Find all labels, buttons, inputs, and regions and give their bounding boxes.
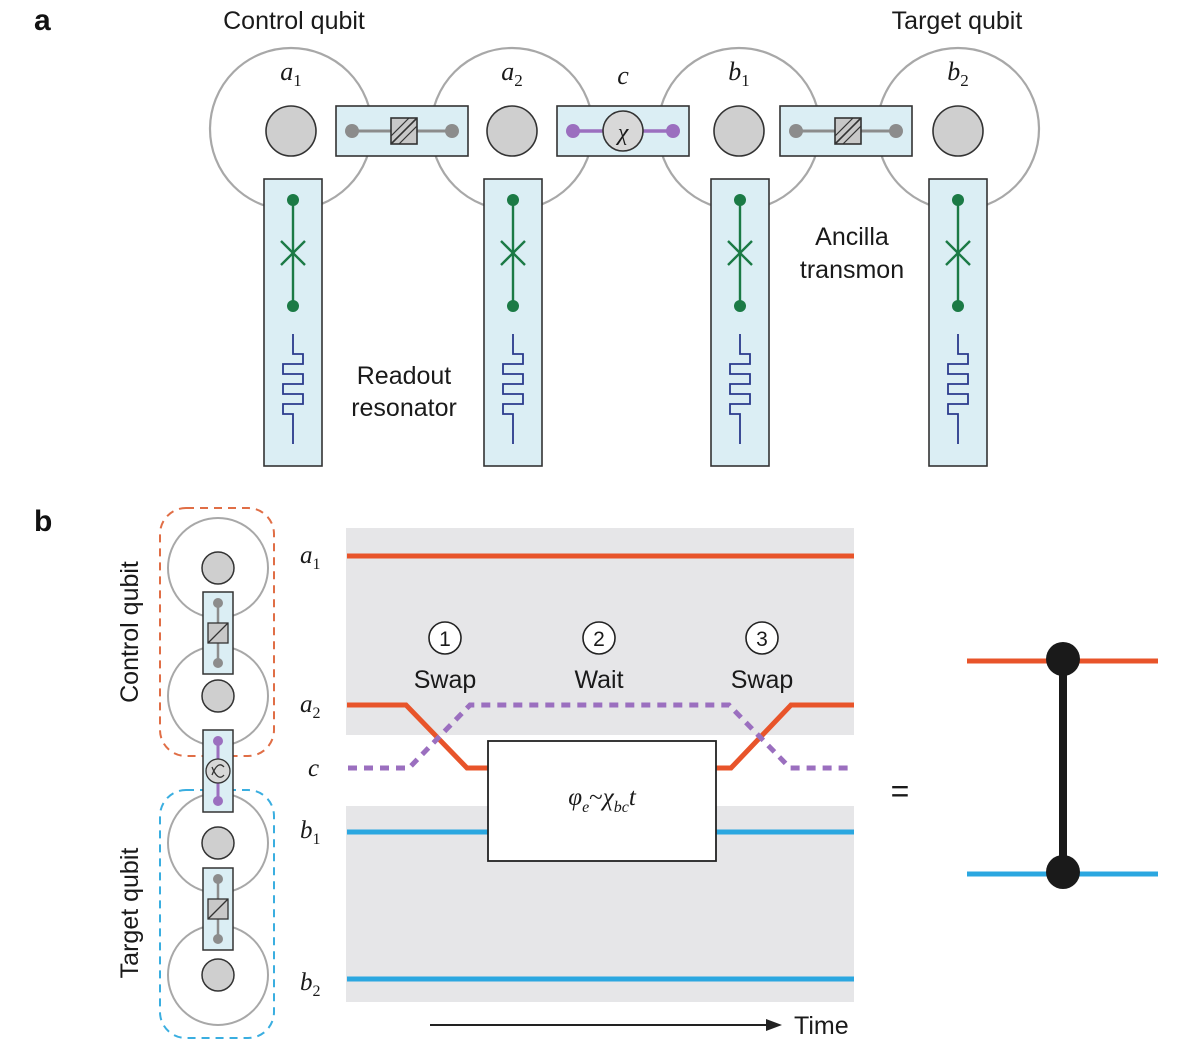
panel-b-label: b bbox=[34, 505, 52, 538]
row-b1-label: b1 bbox=[300, 817, 321, 848]
readout-label-1: Readout bbox=[357, 362, 452, 390]
target-qubit-label-a: Target qubit bbox=[892, 7, 1023, 35]
arrow-right-icon bbox=[766, 1019, 782, 1031]
row-b2-label: b2 bbox=[300, 969, 321, 1000]
step-3-icon bbox=[745, 621, 779, 655]
ancilla-transmon-icon bbox=[834, 117, 862, 145]
step-2-icon bbox=[582, 621, 616, 655]
step-1-number: 1 bbox=[439, 628, 451, 651]
chi-coupling-icon bbox=[205, 758, 231, 784]
readout-label-2: resonator bbox=[351, 394, 457, 422]
readout-strip-b2 bbox=[928, 178, 988, 467]
chi-symbol: χ bbox=[616, 120, 630, 146]
readout-strip-a2 bbox=[483, 178, 543, 467]
target-dot-icon bbox=[1046, 855, 1080, 889]
ancilla-transmon-icon bbox=[390, 117, 418, 145]
row-a2-label: a2 bbox=[300, 691, 321, 722]
stack-coupler-c bbox=[202, 729, 234, 813]
pin-a2 bbox=[486, 105, 538, 157]
phase-formula: φe~χbct bbox=[568, 784, 637, 816]
readout-strip-a1 bbox=[263, 178, 323, 467]
step-2-label: Wait bbox=[574, 666, 623, 694]
pin-b1 bbox=[713, 105, 765, 157]
coupler-box-a1-a2 bbox=[335, 105, 469, 157]
step-1: 1 Swap bbox=[414, 621, 477, 694]
time-label: Time bbox=[794, 1012, 849, 1040]
line-c bbox=[348, 702, 854, 771]
mode-c-label: c bbox=[617, 61, 629, 90]
equals-sign: = bbox=[891, 773, 910, 809]
mode-b1-label: b1 bbox=[728, 57, 750, 90]
step-1-icon bbox=[428, 621, 462, 655]
control-qubit-label-b: Control qubit bbox=[116, 561, 144, 703]
chi-coupling-icon bbox=[602, 110, 644, 152]
row-a1-label: a1 bbox=[300, 542, 321, 573]
stack-pins bbox=[201, 551, 235, 992]
cavity-pins bbox=[265, 105, 984, 157]
readout-strip-b1 bbox=[710, 178, 770, 467]
cz-gate bbox=[967, 642, 1158, 889]
coupler-box-b1-b2 bbox=[779, 105, 913, 157]
step-3-number: 3 bbox=[756, 628, 768, 651]
pin-b2 bbox=[932, 105, 984, 157]
mode-b2-label: b2 bbox=[947, 57, 969, 90]
row-c-label: c bbox=[308, 755, 319, 782]
step-2: 2 Wait bbox=[574, 621, 624, 694]
vertical-stack bbox=[159, 507, 275, 1039]
stack-coupler-control bbox=[202, 591, 234, 675]
target-qubit-label-b: Target qubit bbox=[116, 848, 144, 979]
step-3-label: Swap bbox=[731, 666, 794, 694]
mode-a1-label: a1 bbox=[280, 57, 302, 90]
step-1-label: Swap bbox=[414, 666, 477, 694]
coupler-box-c: χ bbox=[556, 105, 690, 157]
pin-a1 bbox=[265, 105, 317, 157]
control-dot-icon bbox=[1046, 642, 1080, 676]
ancilla-label-2: transmon bbox=[800, 256, 904, 284]
mode-a2-label: a2 bbox=[501, 57, 523, 90]
step-3: 3 Swap bbox=[731, 621, 794, 694]
ancilla-label-1: Ancilla bbox=[815, 223, 889, 251]
control-qubit-label-a: Control qubit bbox=[223, 7, 365, 35]
phase-box bbox=[487, 740, 717, 862]
panel-a-label: a bbox=[34, 4, 51, 37]
stack-coupler-target bbox=[202, 867, 234, 951]
step-2-number: 2 bbox=[593, 628, 605, 651]
